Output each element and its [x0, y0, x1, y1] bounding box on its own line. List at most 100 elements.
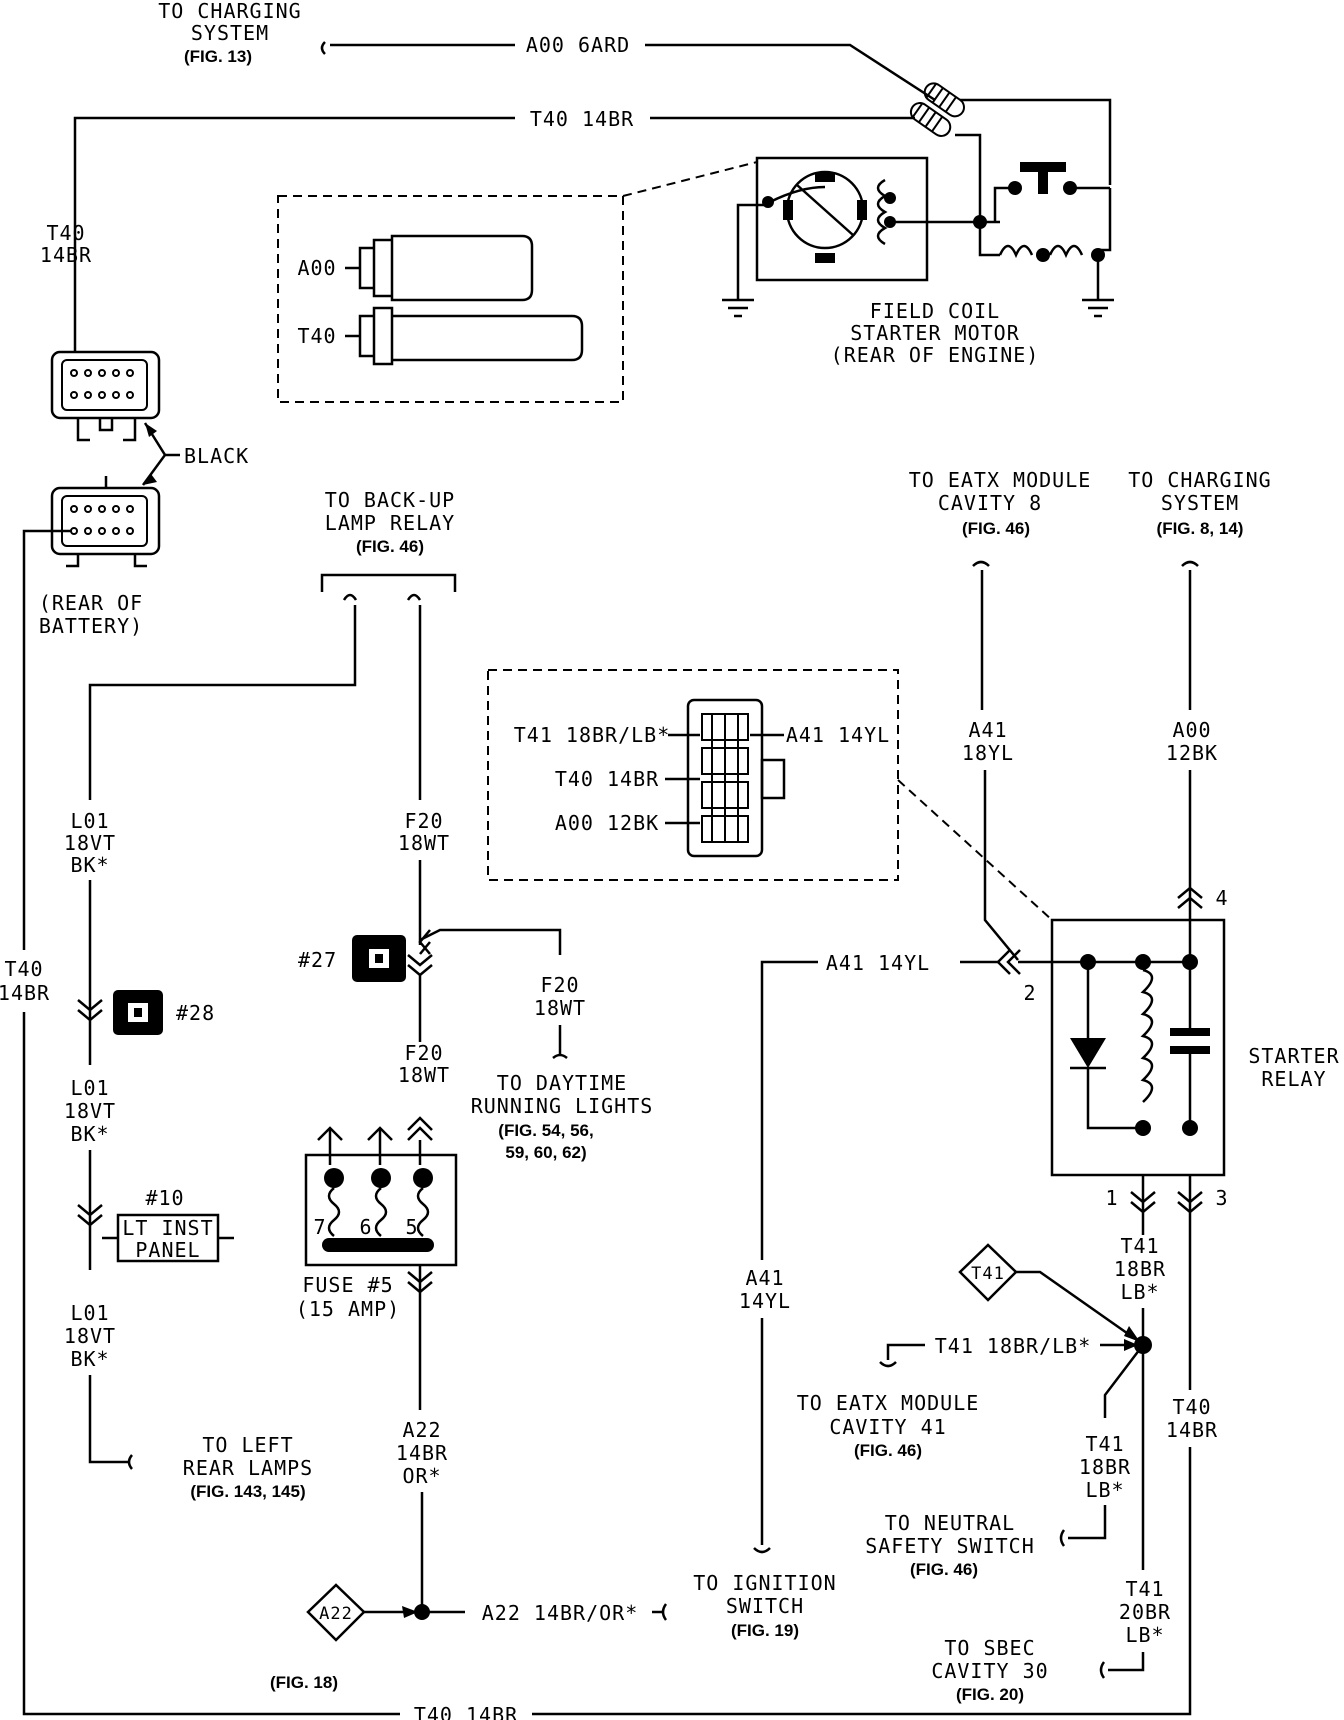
t40-top-line1: T40	[46, 221, 85, 245]
ring-terminal-t40-icon	[358, 306, 584, 366]
t40-mid-line2: 14BR	[0, 981, 50, 1005]
ignition-line2: SWITCH	[726, 1594, 804, 1618]
wire-l01-top	[88, 605, 357, 800]
l01-a-line3: BK*	[70, 853, 109, 877]
wire-break-a00-left	[320, 41, 326, 55]
fig18-ref: (FIG. 18)	[270, 1673, 338, 1692]
f20-a-line1: F20	[404, 809, 443, 833]
a22-line2: 14BR	[396, 1441, 448, 1465]
connector-inset-box	[487, 669, 899, 881]
f20-a-line2: 18WT	[398, 831, 450, 855]
eatx41-line1: TO EATX MODULE	[797, 1391, 980, 1415]
a41-v-line1: A41	[745, 1266, 784, 1290]
wire-t40-bottom-right	[532, 1600, 1192, 1716]
l01-c-line1: L01	[70, 1301, 109, 1325]
wire-terminal-to-solenoid	[960, 98, 1112, 185]
charging-r-line1: TO CHARGING	[1128, 468, 1271, 492]
t41-tag: T41	[971, 1264, 1005, 1284]
wire-t40-top-left	[73, 116, 515, 272]
lt-inst-line2: PANEL	[135, 1238, 200, 1262]
relay-pin-1: 1	[1105, 1186, 1118, 1210]
wire-l01-bottom	[88, 1375, 128, 1464]
starter-motor: FIELD COIL STARTER MOTOR (REAR OF ENGINE…	[722, 156, 1114, 367]
fig46a-ref: (FIG. 46)	[356, 537, 424, 556]
terminal-inset: A00 T40	[297, 234, 584, 366]
l01-b-line2: 18VT	[64, 1099, 116, 1123]
relay-connector-icon	[686, 698, 786, 858]
f20-b-line2: 18WT	[398, 1063, 450, 1087]
left-rear-line1: TO LEFT	[202, 1433, 293, 1457]
wire-t40-bottom-left	[22, 1012, 400, 1716]
c27-label: #27	[298, 948, 337, 972]
t40-mid-line1: T40	[4, 957, 43, 981]
fuse-line1: FUSE #5	[302, 1273, 393, 1297]
diode-icon	[1070, 1038, 1106, 1068]
l01-b-line1: L01	[70, 1076, 109, 1100]
fuse-element-icon	[327, 1187, 341, 1237]
inset-t40-label: T40	[297, 324, 336, 348]
fig19-ref: (FIG. 19)	[731, 1621, 799, 1640]
connector-27-icon	[407, 954, 433, 977]
eatx8-line1: TO EATX MODULE	[909, 468, 1092, 492]
charging-r-line2: SYSTEM	[1161, 491, 1239, 515]
black-label: BLACK	[184, 444, 249, 468]
to-charging-top-line2: SYSTEM	[191, 21, 269, 45]
t41-20-line1: T41	[1125, 1577, 1164, 1601]
eatx41-line2: CAVITY 41	[829, 1415, 946, 1439]
inset-t40-label2: T40 14BR	[555, 767, 659, 791]
t41-18b-line1: T41	[1085, 1432, 1124, 1456]
f20-c-line2: 18WT	[534, 996, 586, 1020]
inset-a00-label2: A00 12BK	[555, 811, 659, 835]
ring-terminal-a00-icon	[358, 234, 534, 302]
relay-pin-3: 3	[1215, 1186, 1228, 1210]
field-coil-icon	[876, 178, 888, 246]
connector-10-icon	[77, 1204, 103, 1227]
t41-18b-line3: LB*	[1085, 1478, 1124, 1502]
connector-black-female	[50, 476, 161, 568]
backup-line2: LAMP RELAY	[325, 511, 455, 535]
l01-c-line2: 18VT	[64, 1324, 116, 1348]
fig143-ref: (FIG. 143, 145)	[190, 1482, 305, 1501]
sbec-line1: TO SBEC	[944, 1636, 1035, 1660]
inset-leader-relay	[897, 779, 1053, 921]
motor-label-line1: FIELD COIL	[870, 299, 1000, 323]
terminal-inset-box	[277, 195, 624, 403]
solenoid-contact-icon	[1020, 162, 1066, 172]
to-charging-top-line1: TO CHARGING	[158, 0, 301, 23]
a22-label: A22 14BR/OR*	[482, 1601, 639, 1625]
t41-20-line2: 20BR	[1119, 1600, 1171, 1624]
hold-coil-icon	[998, 244, 1034, 259]
wire-terminal-to-motor	[955, 133, 982, 205]
relay-pin-2: 2	[1023, 981, 1036, 1005]
wire-a00-6ard-right	[645, 43, 936, 102]
wire-a41-18yl	[983, 770, 1019, 961]
t41-18b-line2: 18BR	[1079, 1455, 1131, 1479]
nss-line2: SAFETY SWITCH	[865, 1534, 1035, 1558]
f20-b-line1: F20	[404, 1041, 443, 1065]
rear-battery-line2: BATTERY)	[39, 614, 143, 638]
backup-line1: TO BACK-UP	[325, 488, 455, 512]
inset-a41-label: A41 14YL	[786, 723, 890, 747]
l01-c-line3: BK*	[70, 1347, 109, 1371]
a41-18yl-line1: A41	[968, 718, 1007, 742]
fig8-ref: (FIG. 8, 14)	[1157, 519, 1244, 538]
fuse-block: 7 6 5	[304, 1116, 458, 1267]
a22-tag: A22	[319, 1604, 353, 1624]
t40-r-line1: T40	[1172, 1395, 1211, 1419]
a00-12bk-line2: 12BK	[1166, 741, 1218, 765]
inset-a00-label: A00	[297, 256, 336, 280]
fig20-ref: (FIG. 20)	[956, 1685, 1024, 1704]
t41-18a-line3: LB*	[1120, 1280, 1159, 1304]
l01-a-line2: 18VT	[64, 831, 116, 855]
left-rear-line2: REAR LAMPS	[183, 1456, 313, 1480]
connector-black-male	[50, 272, 161, 442]
eatx8-line2: CAVITY 8	[938, 491, 1042, 515]
fuse-pin-5: 5	[405, 1215, 418, 1239]
drl-fig-line2: 59, 60, 62)	[505, 1143, 586, 1162]
fig46b-ref: (FIG. 46)	[962, 519, 1030, 538]
fuse-pin-7: 7	[313, 1215, 326, 1239]
lt-inst-line1: LT INST	[122, 1216, 213, 1240]
starter-motor-housing	[755, 156, 929, 282]
drl-line2: RUNNING LIGHTS	[471, 1094, 654, 1118]
c10-label: #10	[145, 1186, 184, 1210]
